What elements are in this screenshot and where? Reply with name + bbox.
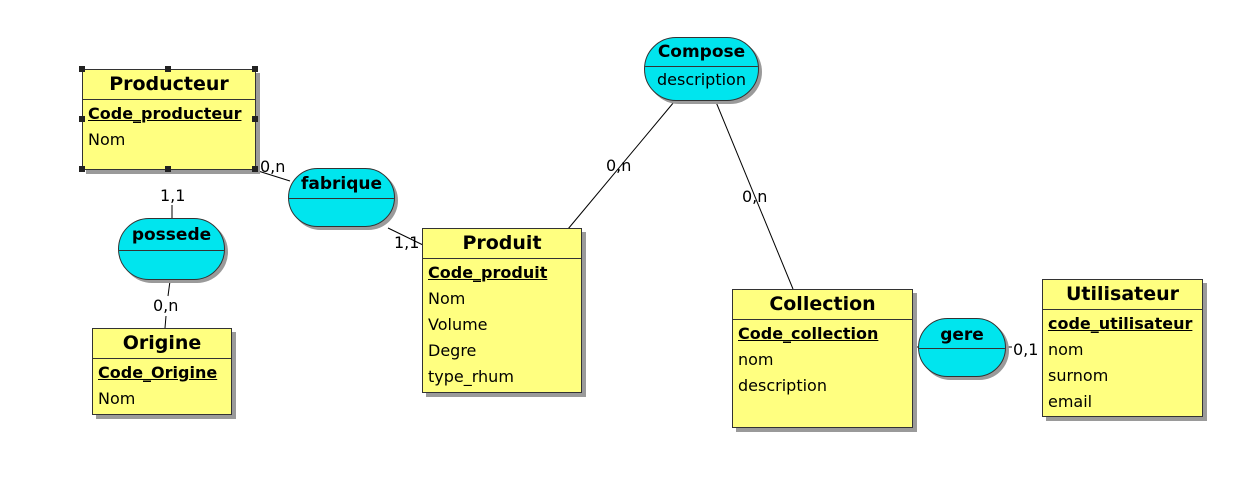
entity-attribute: Volume bbox=[428, 315, 488, 334]
entity-attribute: nom bbox=[738, 350, 774, 369]
entity-title: Produit bbox=[423, 229, 581, 259]
entity-title: Utilisateur bbox=[1043, 280, 1202, 310]
entity-key-attribute: Code_producteur bbox=[88, 104, 242, 123]
selection-handle[interactable] bbox=[252, 116, 258, 122]
association-title: fabrique bbox=[289, 169, 394, 199]
entity-attribute: email bbox=[1048, 392, 1093, 411]
entity-attribute: surnom bbox=[1048, 366, 1109, 385]
cardinality-label: 1,1 bbox=[394, 233, 420, 252]
entity-collection[interactable]: Collection Code_collection nom descripti… bbox=[732, 289, 913, 428]
entity-title: Origine bbox=[93, 329, 231, 359]
selection-handle[interactable] bbox=[79, 66, 85, 72]
entity-key-attribute: Code_produit bbox=[428, 263, 548, 282]
association-title: Compose bbox=[645, 38, 758, 67]
association-title: gere bbox=[919, 319, 1005, 349]
cardinality-label: 0,n bbox=[606, 156, 632, 175]
cardinality-label: 1,1 bbox=[160, 186, 186, 205]
entity-produit[interactable]: Produit Code_produit Nom Volume Degre ty… bbox=[422, 228, 582, 393]
cardinality-label: 0,n bbox=[742, 187, 768, 206]
entity-attribute: Nom bbox=[428, 289, 466, 308]
selection-handle[interactable] bbox=[79, 116, 85, 122]
association-possede[interactable]: possede bbox=[118, 218, 225, 280]
entity-producteur[interactable]: Producteur Code_producteur Nom bbox=[82, 69, 256, 170]
selection-handle[interactable] bbox=[165, 66, 171, 72]
line-possede-origine bbox=[167, 280, 171, 297]
entity-attribute: nom bbox=[1048, 340, 1084, 359]
entity-attribute: Nom bbox=[98, 389, 136, 408]
selection-handle[interactable] bbox=[79, 166, 85, 172]
line-fabrique-produit bbox=[387, 227, 424, 246]
entity-attribute: Nom bbox=[88, 130, 126, 149]
entity-title: Producteur bbox=[83, 70, 255, 100]
entity-attribute: description bbox=[738, 376, 827, 395]
cardinality-label: 0,1 bbox=[1013, 340, 1039, 359]
entity-origine[interactable]: Origine Code_Origine Nom bbox=[92, 328, 232, 415]
line-possede-origine-2 bbox=[164, 315, 167, 329]
entity-utilisateur[interactable]: Utilisateur code_utilisateur nom surnom … bbox=[1042, 279, 1203, 417]
association-compose[interactable]: Compose description bbox=[644, 37, 759, 101]
association-attribute: description bbox=[657, 70, 746, 89]
line-compose-collection bbox=[715, 101, 794, 290]
entity-attribute: type_rhum bbox=[428, 367, 514, 386]
association-fabrique[interactable]: fabrique bbox=[288, 168, 395, 227]
selection-handle[interactable] bbox=[252, 66, 258, 72]
cardinality-label: 0,n bbox=[260, 157, 286, 176]
selection-handle[interactable] bbox=[252, 166, 258, 172]
line-producteur-fabrique bbox=[254, 169, 291, 182]
entity-key-attribute: Code_collection bbox=[738, 324, 879, 343]
line-produit-compose bbox=[567, 101, 675, 230]
entity-attribute: Degre bbox=[428, 341, 477, 360]
entity-key-attribute: Code_Origine bbox=[98, 363, 218, 382]
association-gere[interactable]: gere bbox=[918, 318, 1006, 377]
entity-key-attribute: code_utilisateur bbox=[1048, 314, 1193, 333]
selection-handle[interactable] bbox=[165, 166, 171, 172]
association-title: possede bbox=[119, 219, 224, 251]
cardinality-label: 0,n bbox=[153, 296, 179, 315]
entity-title: Collection bbox=[733, 290, 912, 320]
